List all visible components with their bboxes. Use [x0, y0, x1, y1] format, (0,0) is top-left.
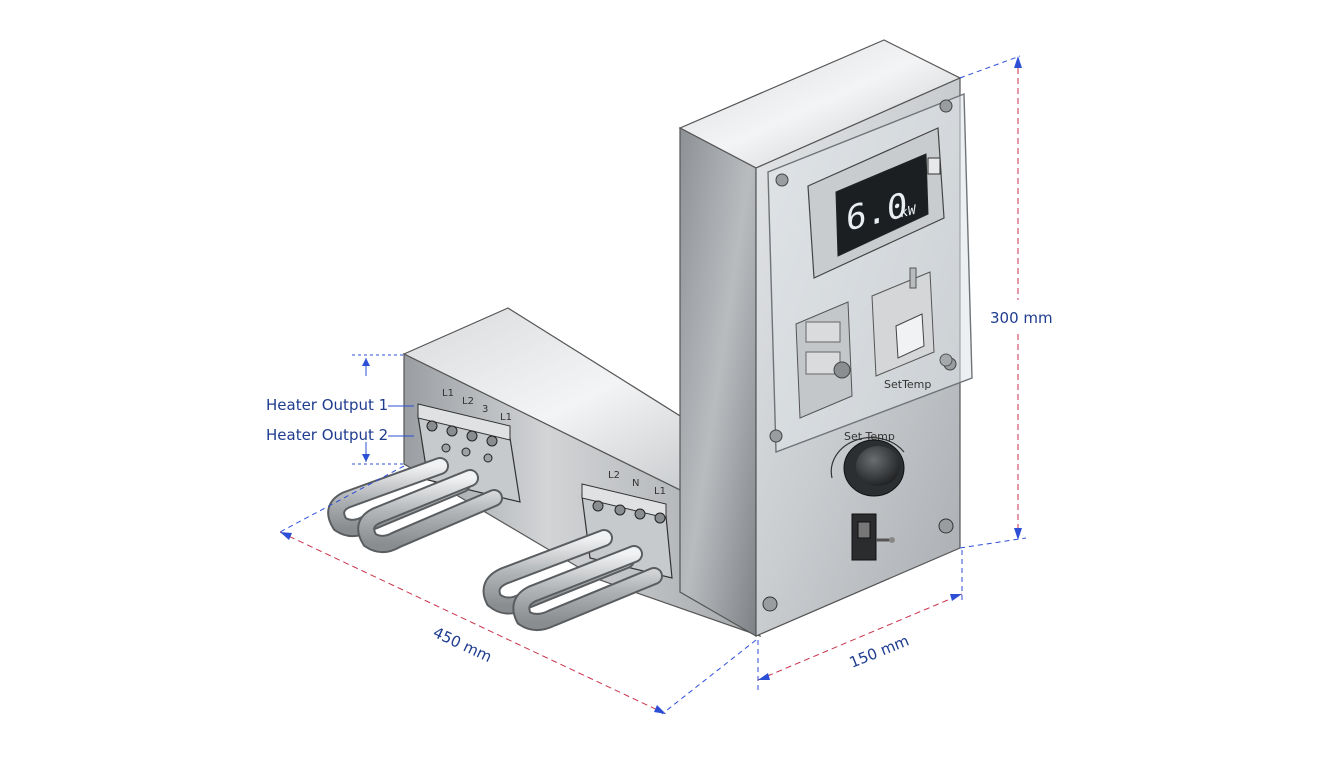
mode-icon	[927, 157, 941, 175]
contactor-module	[795, 301, 853, 419]
length-dimension-label: 450 mm	[430, 623, 494, 666]
height-dimension-label: 300 mm	[990, 309, 1053, 327]
panel-label: SetTemp	[884, 378, 931, 391]
output-callouts: Heater Output 1 Heater Output 2	[266, 354, 414, 465]
heater-element-left	[327, 457, 503, 553]
depth-dimension-label: 150 mm	[847, 632, 912, 672]
dimension-height: 300 mm	[959, 55, 1053, 549]
terminal-label: L2	[462, 396, 474, 407]
screw-icon	[762, 596, 778, 612]
cover-screw-icon	[939, 99, 953, 113]
display-unit: kW	[900, 203, 916, 222]
heater-output-2-label: Heater Output 2	[266, 426, 388, 444]
heater-element-right	[482, 529, 663, 631]
terminal-label: L2	[608, 470, 620, 481]
power-display: 6.0 kW	[807, 127, 945, 279]
terminal-label: L1	[654, 486, 666, 497]
terminal-label: L1	[442, 388, 454, 399]
set-temp-knob[interactable]: Set Temp	[830, 430, 905, 497]
screw-icon	[938, 518, 954, 534]
terminal-label: L1	[500, 412, 512, 423]
terminal-label: N	[632, 478, 639, 489]
heater-output-1-label: Heater Output 1	[266, 396, 388, 414]
rotate-arrow-icon	[830, 436, 905, 479]
relay-module: SetTemp	[871, 267, 953, 391]
cover-screw-icon	[769, 429, 783, 443]
cover-screw-icon	[775, 173, 789, 187]
terminal-label: 3	[482, 404, 488, 415]
power-switch[interactable]	[851, 513, 895, 561]
